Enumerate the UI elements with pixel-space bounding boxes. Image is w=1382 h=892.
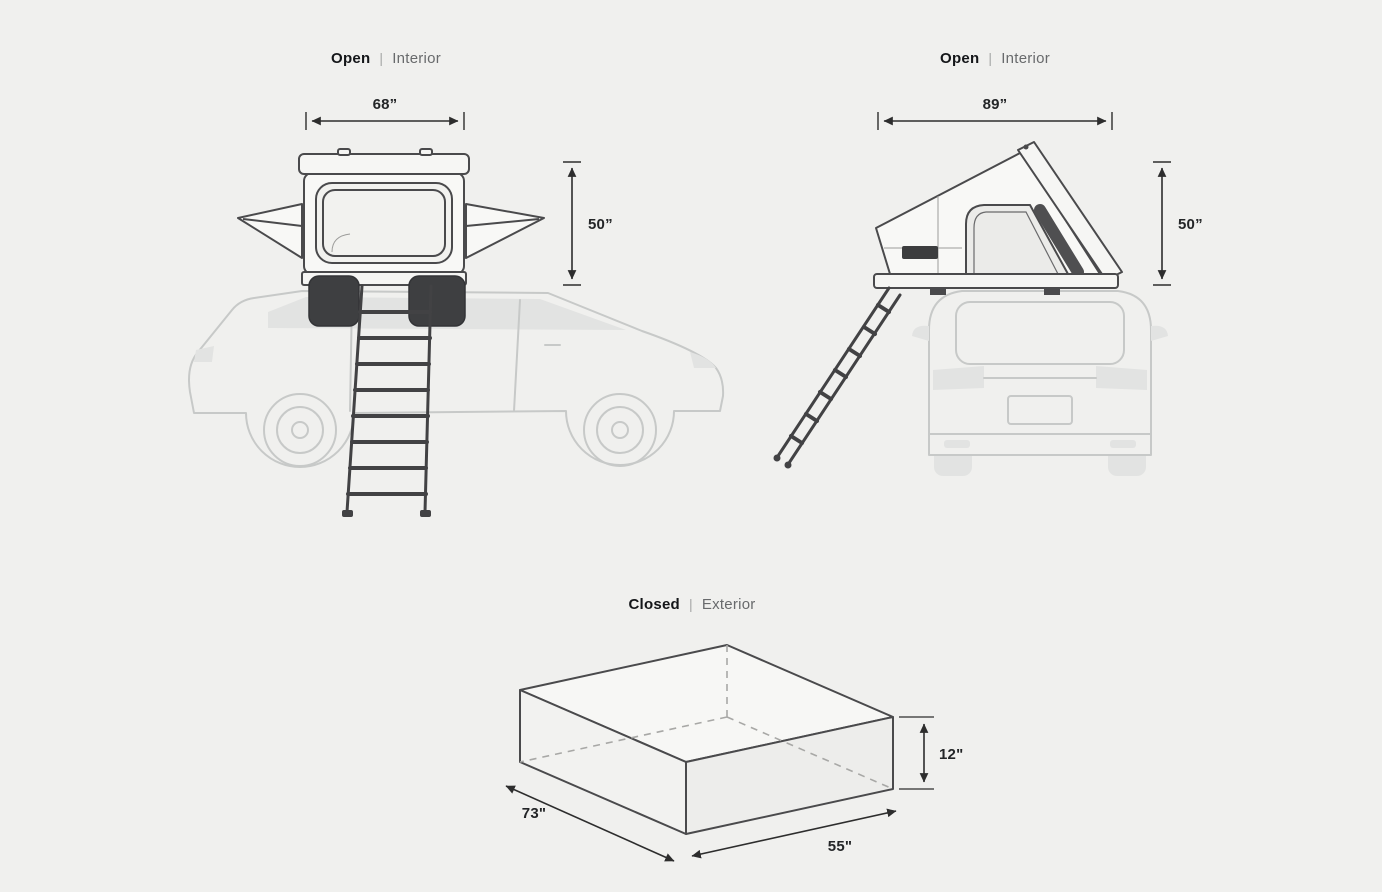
dimension-end-ticks [563, 161, 581, 286]
tent-bedding-bag-left [308, 275, 360, 327]
ladder-rungs [789, 303, 891, 445]
vehicle-body-outline [188, 290, 725, 468]
vehicle-front-hub [611, 421, 629, 439]
tent-awning-left-fold [242, 218, 303, 227]
dimension-depth-label: 73" [522, 805, 546, 822]
roof-tent-open-rear [873, 141, 1123, 295]
ladder-foot-right [784, 461, 792, 469]
ladder-foot-right [420, 510, 431, 517]
vehicle-rear-rim [276, 406, 324, 454]
tent-platform [873, 273, 1119, 289]
vehicle-rear-outline [928, 290, 1152, 456]
tent-window-outer [315, 182, 453, 264]
tent-lid-latch-right [419, 148, 433, 156]
vehicle-taillight-right [1096, 366, 1147, 390]
vehicle-taillight [194, 346, 214, 362]
tent-door-rolled-fabric [1034, 204, 1084, 278]
vehicle-reflector-left [944, 440, 970, 448]
ladder-foot-left [773, 454, 781, 462]
vehicle-reflector-right [1110, 440, 1136, 448]
dimension-end-ticks [1153, 161, 1171, 286]
dimension-closed-height: 12" [899, 716, 963, 790]
roof-tent-open-side [237, 148, 545, 327]
tent-lid-latch-left [337, 148, 351, 156]
tent-mount-bracket-right [1044, 288, 1060, 295]
vehicle-rear-view [912, 290, 1168, 476]
ladder-rungs [346, 310, 432, 496]
dimension-height-label: 50” [588, 216, 613, 233]
tent-lid-panel [1017, 141, 1123, 281]
box-hidden-edges [519, 645, 894, 790]
tent-mount-bracket-left [930, 288, 946, 295]
vehicle-front-rim [596, 406, 644, 454]
dimension-rear-width: 89” [877, 96, 1113, 130]
title-separator: | [688, 596, 693, 612]
telescoping-ladder-side [342, 284, 433, 517]
dimension-arrow-line [691, 808, 897, 859]
ladder-rails [345, 284, 433, 514]
tent-awning-right [465, 203, 545, 259]
diagram-closed-box: 12" 73" 55" [505, 644, 963, 862]
box-right-face [685, 716, 894, 835]
tent-lid [298, 153, 470, 175]
dimension-extension-lines [899, 716, 934, 790]
title-separator: | [988, 50, 993, 66]
diagram-open-rear: 89” 50” [773, 96, 1203, 476]
title-separator: | [379, 50, 384, 66]
vehicle-taillight-left [933, 366, 984, 390]
brand-badge [902, 246, 938, 259]
dimension-end-ticks [877, 112, 1113, 130]
dimension-width-label: 89” [983, 96, 1008, 113]
dimension-closed-width: 55" [691, 808, 897, 859]
dimension-arrow-line [505, 785, 675, 862]
tent-window-roll [331, 233, 351, 253]
tent-door-inner-line [973, 211, 1059, 275]
dimension-side-height: 50” [563, 161, 613, 286]
title-view-label: Interior [1001, 50, 1050, 67]
tent-door-opening [965, 204, 1069, 275]
tent-window-inner [322, 189, 446, 257]
vehicle-rear-hub [291, 421, 309, 439]
vehicle-front-wheel [583, 393, 657, 467]
vehicle-rear-wheel [263, 393, 337, 467]
dimension-rear-height: 50” [1153, 161, 1203, 286]
title-closed: Closed | Exterior [572, 596, 812, 613]
dimension-closed-depth: 73" [505, 785, 675, 862]
title-state-label: Open [940, 50, 980, 67]
dimension-height-label: 50” [1178, 216, 1203, 233]
title-open-rear: Open | Interior [875, 50, 1115, 67]
title-view-label: Interior [392, 50, 441, 67]
vehicle-rear-window [955, 301, 1125, 365]
tent-awning-right-fold [465, 218, 540, 227]
vehicle-mirror-left [912, 325, 929, 341]
tent-bedding-bag-right [408, 275, 466, 327]
title-state-label: Closed [628, 596, 680, 613]
tent-lid-latch [1023, 144, 1029, 150]
tent-awning-left [237, 203, 303, 259]
dimension-width-label: 55" [828, 838, 852, 855]
title-state-label: Open [331, 50, 371, 67]
ladder-rails [776, 286, 902, 465]
dimension-height-label: 12" [939, 746, 963, 763]
ladder-foot-left [342, 510, 353, 517]
dimension-width-label: 68” [373, 96, 398, 113]
diagram-open-side: 68” 50” [188, 96, 725, 517]
vehicle-headlight [690, 352, 716, 368]
vehicle-license-plate [1007, 395, 1073, 425]
title-open-side: Open | Interior [266, 50, 506, 67]
vehicle-mirror-right [1151, 325, 1168, 341]
dimension-side-width: 68” [305, 96, 465, 130]
telescoping-ladder-rear [773, 286, 902, 469]
dimension-end-ticks [305, 112, 465, 130]
title-view-label: Exterior [701, 596, 756, 613]
